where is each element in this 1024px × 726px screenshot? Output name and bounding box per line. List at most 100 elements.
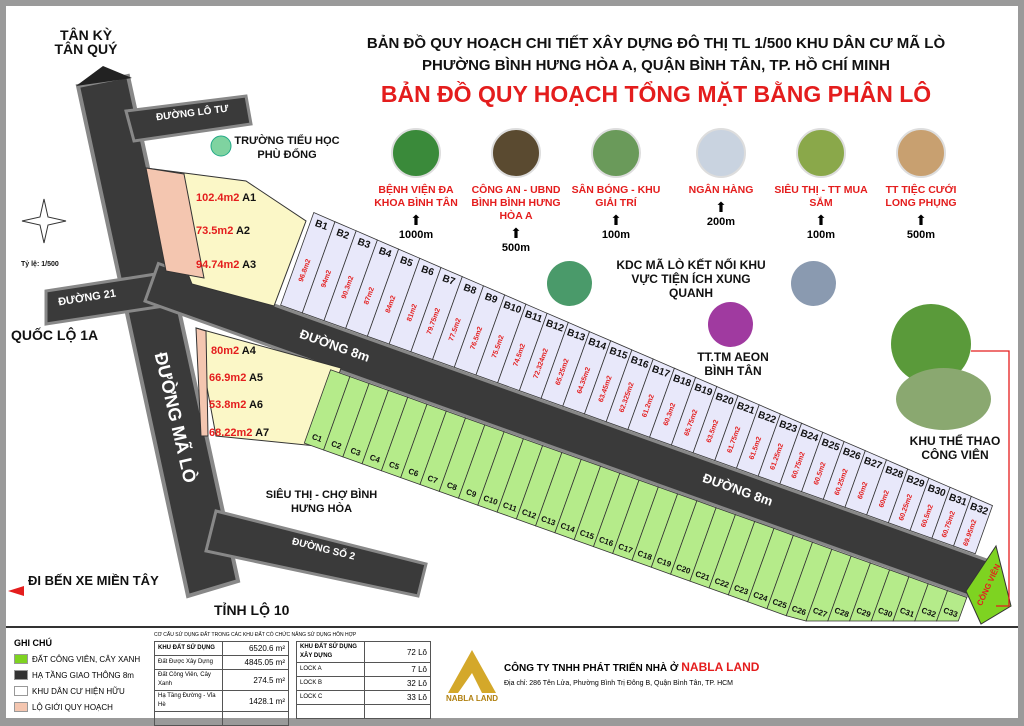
arrow-up-icon: ⬆ <box>715 199 727 215</box>
amenity-5: TT TIỆC CƯỚI LONG PHỤNG ⬆ 500m <box>872 128 970 242</box>
arrow-up-icon: ⬆ <box>410 212 422 228</box>
table-row-empty <box>154 711 289 726</box>
lot-id: C6 <box>407 467 420 479</box>
row-label: KHU ĐẤT SỬ DỤNG XÂY DỰNG <box>296 641 365 663</box>
company-name: CÔNG TY TNHH PHÁT TRIỂN NHÀ Ở NABLA LAND <box>504 660 759 674</box>
amenity-photo <box>391 128 441 178</box>
row-label: LOCK B <box>296 676 365 691</box>
lot-area: 68.22m2 <box>209 427 253 439</box>
row-label: Đất Công Viên, Cây Xanh <box>154 669 223 691</box>
lot-area: 66.9m2 <box>209 372 247 384</box>
amenity-photo <box>696 128 746 178</box>
legend-swatch <box>14 654 28 664</box>
lot-id: A6 <box>248 399 264 411</box>
lot-id: A2 <box>235 225 251 237</box>
legend-item: ĐẤT CÔNG VIÊN, CÂY XANH <box>14 654 150 664</box>
lot-id: B8 <box>462 282 478 297</box>
lot-area: 80m2 <box>211 345 240 357</box>
lot-area: 94.74m2 <box>196 259 240 271</box>
company-brand: NABLA LAND <box>681 660 760 674</box>
company-prefix: CÔNG TY TNHH PHÁT TRIỂN NHÀ Ở <box>504 663 679 674</box>
row-value: 6520.6 m² <box>222 641 289 656</box>
amenity-distance: 100m <box>806 229 836 241</box>
main-title: BẢN ĐỒ QUY HOẠCH TỔNG MẶT BẰNG PHÂN LÔ <box>380 81 932 107</box>
amenity-distance: 100m <box>601 229 631 241</box>
label-market: SIÊU THỊ - CHỢ BÌNH HƯNG HÒA <box>265 489 378 515</box>
svg-text:NABLA LAND: NABLA LAND <box>446 694 498 703</box>
amenity-4: SIÊU THỊ - TT MUA SẮM ⬆ 100m <box>772 128 870 242</box>
lot-a[interactable]: 73.5m2 A2 <box>196 224 250 238</box>
title-line-2: PHƯỜNG BÌNH HƯNG HÒA A, QUẬN BÌNH TÂN, T… <box>422 57 890 74</box>
lot-id: B4 <box>377 246 393 261</box>
lot-id: C7 <box>426 474 439 486</box>
row-label: Hạ Tầng Đường - Vỉa Hè <box>154 690 223 712</box>
duong-so2-road <box>204 509 428 598</box>
amenity-photo <box>591 128 641 178</box>
label-ben-xe: ĐI BẾN XE MIỀN TÂY <box>28 573 159 588</box>
lot-a[interactable]: 53.8m2 A6 <box>209 398 263 412</box>
land-table-caption: CƠ CẤU SỬ DỤNG ĐẤT TRONG CÁC KHU ĐẤT CÓ … <box>154 632 357 638</box>
label-aeon: TT.TM AEON BÌNH TÂN <box>697 350 769 378</box>
aeon-photo <box>708 302 753 347</box>
row-value: 7 Lô <box>364 662 431 677</box>
legend-swatch <box>14 702 28 712</box>
lot-id: C8 <box>446 480 459 492</box>
amenity-distance: 1000m <box>398 229 434 241</box>
legend-swatch <box>14 686 28 696</box>
legend-item: LỘ GIỚI QUY HOẠCH <box>14 702 150 712</box>
row-value: 4845.05 m² <box>222 655 289 670</box>
amenity-1: CÔNG AN - UBND BÌNH BÌNH HƯNG HÒA A ⬆ 50… <box>467 128 565 255</box>
label-tan-ky: TÂN KỲ TÂN QUÝ <box>54 27 118 57</box>
legend-label: ĐẤT CÔNG VIÊN, CÂY XANH <box>32 654 141 664</box>
lot-id: C2 <box>330 439 343 451</box>
lot-c[interactable] <box>936 590 968 622</box>
amenity-name: SIÊU THỊ - TT MUA SẮM <box>774 184 868 209</box>
amenity-photo <box>896 128 946 178</box>
lot-id: C3 <box>349 446 362 458</box>
label-ql1a: QUỐC LỘ 1A <box>11 327 99 343</box>
legend-item: KHU DÂN CƯ HIỆN HỮU <box>14 686 150 696</box>
lot-id: B6 <box>420 264 436 279</box>
label-tinh-lo-10: TỈNH LỘ 10 <box>214 602 290 618</box>
table-row-empty <box>296 704 431 719</box>
lot-b[interactable] <box>953 495 994 555</box>
legend-label: LỘ GIỚI QUY HOẠCH <box>32 702 113 712</box>
lot-a[interactable]: 102.4m2 A1 <box>196 191 256 205</box>
row-value: 1428.1 m² <box>222 690 289 712</box>
map-canvas: B196.8m2B294m2B390.3m2B487m2B584m2B681m2… <box>8 66 1012 625</box>
amenity-distance: 500m <box>501 242 531 254</box>
amenity-name: CÔNG AN - UBND BÌNH BÌNH HƯNG HÒA A <box>471 184 561 222</box>
amenity-name: SÂN BÓNG - KHU GIẢI TRÍ <box>571 184 661 209</box>
row-label: LOCK C <box>296 690 365 705</box>
nabla-logo: NABLA LAND <box>446 648 498 703</box>
amenity-distance: 200m <box>706 216 736 228</box>
amenity-name: BỆNH VIỆN ĐA KHOA BÌNH TÂN <box>374 184 458 209</box>
arrow-up-icon: ⬆ <box>815 212 827 228</box>
arrow-up-icon: ⬆ <box>510 225 522 241</box>
scale-label: Tỷ lệ: 1/500 <box>21 261 59 268</box>
row-value: 274.5 m² <box>222 669 289 691</box>
row-value: 33 Lô <box>364 690 431 705</box>
amenity-photo <box>491 128 541 178</box>
lot-a[interactable]: 68.22m2 A7 <box>209 426 269 440</box>
lot-id: B3 <box>356 237 372 252</box>
lot-id: C1 <box>311 432 324 444</box>
legend-title: GHI CHÚ <box>14 638 52 648</box>
row-value: 72 Lô <box>364 641 431 663</box>
legend-label: KHU DÂN CƯ HIỆN HỮU <box>32 686 125 696</box>
lot-a[interactable]: 94.74m2 A3 <box>196 258 256 272</box>
nearby-photo-left <box>547 261 592 306</box>
row-value: 32 Lô <box>364 676 431 691</box>
lot-id: B1 <box>313 218 329 233</box>
legend-label: HẠ TẦNG GIAO THÔNG 8m <box>32 670 134 680</box>
arrow-up-icon: ⬆ <box>915 212 927 228</box>
lot-a[interactable]: 80m2 A4 <box>211 344 256 358</box>
label-school: TRƯỜNG TIỂU HỌC PHÙ ĐỔNG <box>234 135 340 161</box>
lot-a[interactable]: 66.9m2 A5 <box>209 371 263 385</box>
